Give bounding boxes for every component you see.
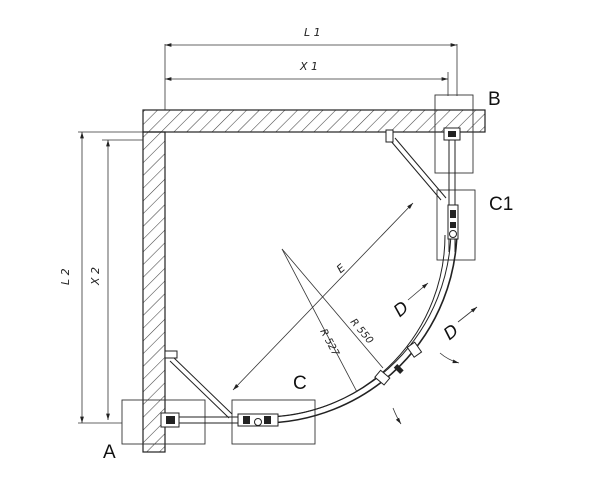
fitting-c xyxy=(237,413,279,427)
dimension-x1: X 1 xyxy=(165,60,449,96)
detail-box-c1 xyxy=(436,189,476,261)
dimension-x2: X 2 xyxy=(89,139,143,420)
fitting-a xyxy=(160,412,180,428)
fitting-c1 xyxy=(447,204,459,240)
x1-label: X 1 xyxy=(299,60,318,73)
l2-label: L 2 xyxy=(59,268,72,285)
wall-top xyxy=(142,109,486,133)
dimension-l2: L 2 xyxy=(59,131,143,424)
wall-left xyxy=(142,131,166,453)
x2-label: X 2 xyxy=(89,267,102,286)
label-e: E xyxy=(334,261,348,275)
l1-label: L 1 xyxy=(304,26,321,39)
label-b: B xyxy=(488,89,501,110)
support-bar-top xyxy=(385,129,447,201)
rotation-arrows xyxy=(392,352,460,425)
label-a: A xyxy=(103,442,116,463)
label-c1: C1 xyxy=(489,194,513,215)
label-d-left: D xyxy=(390,298,413,322)
dimension-l1: L 1 xyxy=(164,26,458,110)
detail-box-c xyxy=(231,399,316,445)
construction-lines xyxy=(232,202,414,393)
support-bar-left xyxy=(164,350,233,419)
label-d-right: D xyxy=(440,321,463,345)
label-r527: R 527 xyxy=(317,327,341,359)
detail-box-b xyxy=(434,94,474,174)
door-handles xyxy=(374,341,423,386)
detail-box-a xyxy=(121,399,206,445)
d-arrows xyxy=(407,282,478,323)
label-c: C xyxy=(293,373,307,394)
fitting-b xyxy=(443,127,461,141)
